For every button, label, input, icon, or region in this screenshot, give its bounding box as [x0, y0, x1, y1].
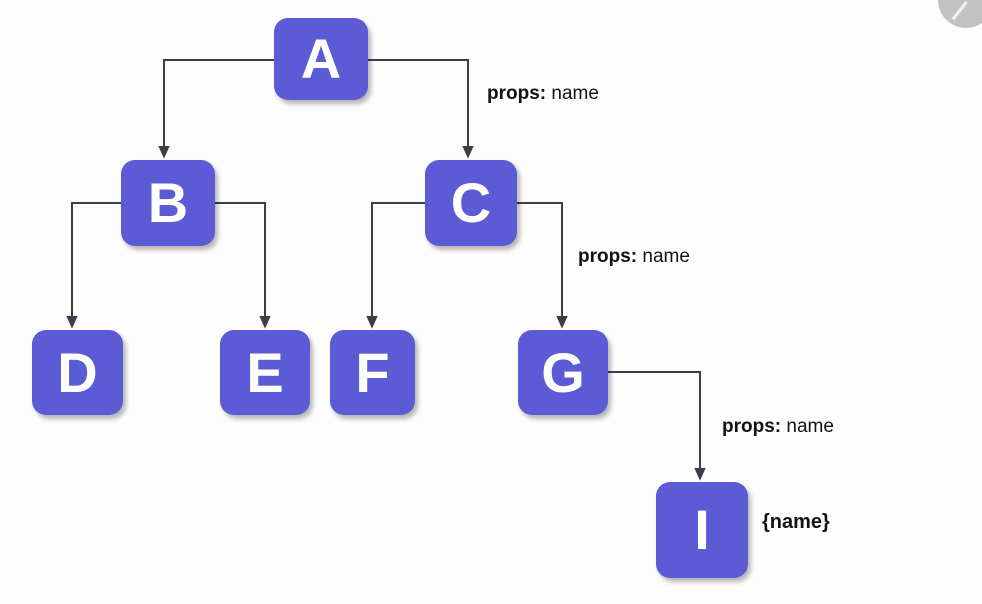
annotation-name-expression-key: {name}	[762, 511, 830, 533]
node-f[interactable]: F	[330, 330, 415, 415]
edge-b-to-e	[215, 202, 271, 329]
node-c-label: C	[450, 171, 492, 234]
edge-paths	[66, 59, 706, 481]
node-b-label: B	[147, 171, 189, 234]
annotation-props-c-g-key: props:	[578, 246, 638, 267]
edge-a-to-b	[158, 59, 274, 159]
annotation-props-a-c-key: props:	[487, 83, 547, 104]
node-g-label: G	[541, 340, 585, 404]
node-i-label: I	[694, 498, 710, 561]
node-g[interactable]: G	[518, 330, 608, 415]
node-e-label: E	[246, 340, 284, 404]
annotation-props-a-c: props: name	[487, 83, 599, 105]
annotation-props-c-g-value: name	[637, 246, 690, 267]
annotation-props-g-i-value: name	[781, 416, 834, 437]
node-e[interactable]: E	[220, 330, 310, 415]
node-b[interactable]: B	[121, 160, 215, 246]
node-i[interactable]: I	[656, 482, 748, 578]
edge-a-to-c	[368, 59, 474, 159]
annotation-props-c-g: props: name	[578, 246, 690, 268]
node-d-label: D	[57, 340, 98, 404]
annotation-name-expression: {name}	[762, 511, 830, 534]
edge-g-to-i	[608, 371, 706, 481]
annotation-props-g-i-key: props:	[722, 416, 782, 437]
node-c[interactable]: C	[425, 160, 517, 246]
edge-c-to-f	[366, 202, 425, 329]
edge-c-to-g	[517, 202, 568, 329]
annotation-props-g-i: props: name	[722, 416, 834, 438]
badge-needle	[951, 1, 968, 21]
node-d[interactable]: D	[32, 330, 123, 415]
node-a[interactable]: A	[274, 18, 368, 100]
node-f-label: F	[355, 340, 390, 404]
annotation-props-a-c-value: name	[546, 83, 599, 104]
node-a-label: A	[300, 27, 342, 90]
edge-b-to-d	[66, 202, 121, 329]
